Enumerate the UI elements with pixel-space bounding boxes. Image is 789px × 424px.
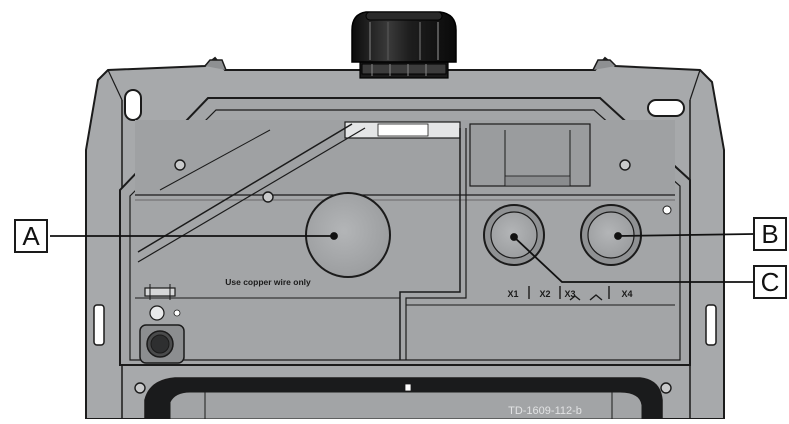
top-left-tab (204, 59, 227, 71)
terminal-label-x1: X1 (507, 289, 518, 299)
screw-holes (134, 159, 672, 394)
mounting-slot-right (647, 99, 685, 117)
diagonal-rib (137, 123, 353, 253)
wire-notice-label: Use copper wire only (225, 277, 311, 287)
leader-c (513, 236, 753, 283)
lid-frame-inner (129, 109, 681, 361)
terminal-dividers (528, 286, 610, 299)
drawing-code: TD-1609-112-b (508, 405, 582, 417)
cable-entry-large (305, 192, 391, 278)
leader-b (617, 233, 754, 237)
cable-entry-x4 (580, 204, 642, 266)
terminal-label-x3: X3 (564, 289, 575, 299)
indicator-led (149, 305, 165, 321)
side-slot-left (93, 304, 105, 346)
fuse-holder (144, 284, 176, 300)
callout-label-a: A (14, 219, 48, 253)
callout-label-b: B (753, 217, 787, 251)
top-right-tab (592, 59, 617, 71)
terminal-label-x2: X2 (539, 289, 550, 299)
cable-gland (351, 11, 457, 79)
mounting-slot-left (124, 89, 142, 121)
center-channel (399, 128, 461, 360)
side-slot-right (705, 304, 717, 346)
callout-label-c: C (753, 265, 787, 299)
terminal-label-x4: X4 (621, 289, 632, 299)
callout-leaders (50, 232, 754, 283)
reset-button (139, 324, 185, 364)
